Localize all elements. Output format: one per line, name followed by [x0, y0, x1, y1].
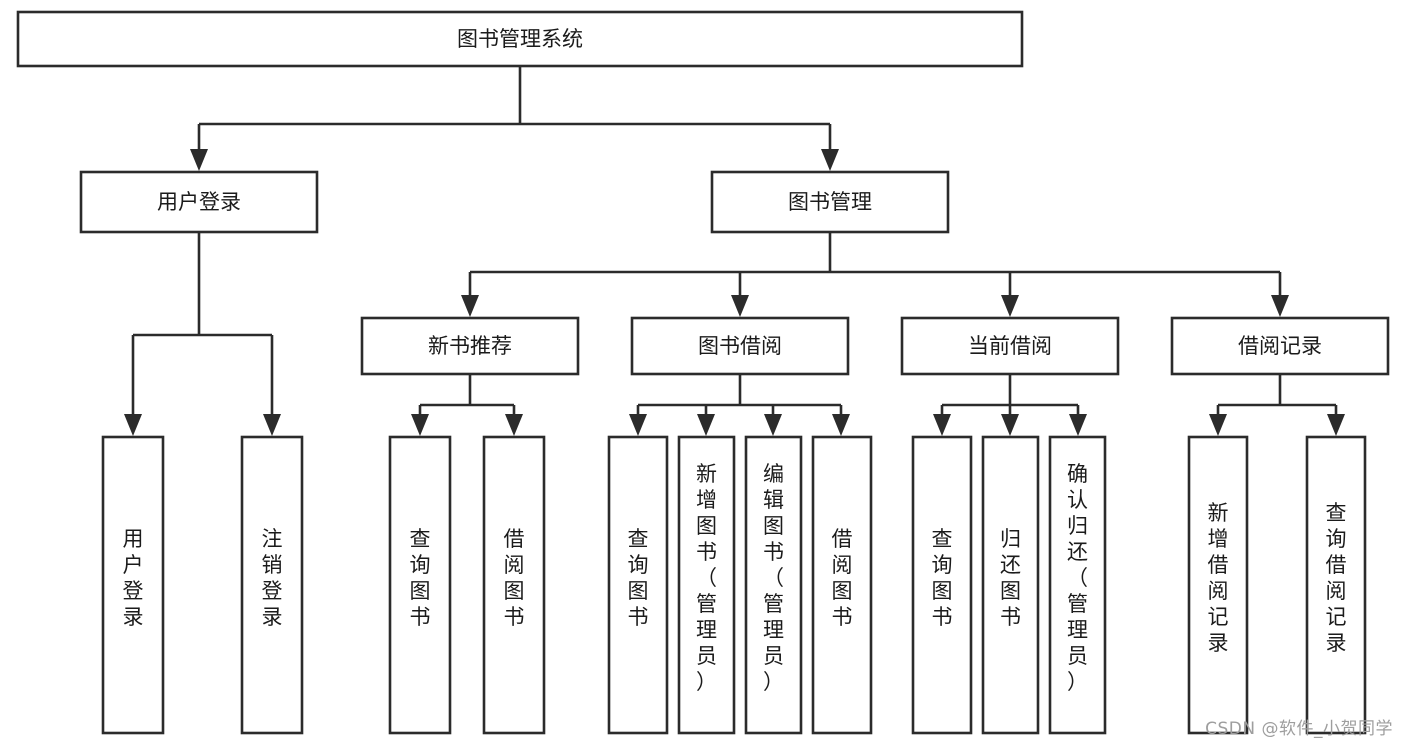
arrow-to-leaf-query-book-1: [411, 414, 429, 436]
node-label-book-manage: 图书管理: [788, 190, 872, 214]
arrow-to-leaf-confirm-return-admin: [1069, 414, 1087, 436]
node-box-leaf-return-book: [981, 435, 1040, 735]
node-layer: 图书管理系统用户登录图书管理新书推荐图书借阅当前借阅借阅记录用户登录注销登录查询…: [16, 10, 1390, 735]
node-leaf-query-book-2[interactable]: 查询图书: [607, 435, 669, 735]
arrow-to-book-manage: [821, 149, 839, 171]
node-box-leaf-add-book-admin: [677, 435, 736, 735]
arrowhead-layer: [124, 149, 1345, 436]
arrow-to-leaf-logout-login: [263, 414, 281, 436]
arrow-to-book-borrow: [731, 295, 749, 317]
arrow-to-leaf-query-book-3: [933, 414, 951, 436]
node-label-leaf-edit-book-admin: 编辑图书（管理员）: [763, 462, 784, 694]
node-box-leaf-edit-book-admin: [744, 435, 803, 735]
node-box-leaf-query-book-1: [388, 435, 452, 735]
node-label-leaf-add-borrow-record: 新增借阅记录: [1208, 501, 1229, 655]
arrow-to-leaf-add-borrow-record: [1209, 414, 1227, 436]
node-box-book-manage: [710, 170, 950, 234]
node-box-new-book-recommend: [360, 316, 580, 376]
node-user-login[interactable]: 用户登录: [79, 170, 319, 234]
arrow-to-current-borrow: [1001, 295, 1019, 317]
node-label-leaf-query-book-2: 查询图书: [628, 527, 649, 629]
arrow-to-new-book-recommend: [461, 295, 479, 317]
node-leaf-add-book-admin[interactable]: 新增图书（管理员）: [677, 435, 736, 735]
node-borrow-record[interactable]: 借阅记录: [1170, 316, 1390, 376]
node-label-root: 图书管理系统: [457, 27, 583, 51]
node-label-leaf-query-book-3: 查询图书: [932, 527, 953, 629]
node-label-leaf-query-book-1: 查询图书: [410, 527, 431, 629]
node-label-leaf-confirm-return-admin: 确认归还（管理员）: [1067, 462, 1088, 694]
arrow-to-leaf-query-borrow-record: [1327, 414, 1345, 436]
node-leaf-borrow-book-2[interactable]: 借阅图书: [811, 435, 873, 735]
node-leaf-return-book[interactable]: 归还图书: [981, 435, 1040, 735]
node-book-manage[interactable]: 图书管理: [710, 170, 950, 234]
connector-layer: [131, 66, 1338, 414]
node-label-leaf-return-book: 归还图书: [1000, 527, 1021, 629]
node-box-leaf-confirm-return-admin: [1048, 435, 1107, 735]
arrow-to-leaf-query-book-2: [629, 414, 647, 436]
node-leaf-logout-login[interactable]: 注销登录: [240, 435, 304, 735]
node-box-leaf-borrow-book-2: [811, 435, 873, 735]
node-label-borrow-record: 借阅记录: [1238, 334, 1322, 358]
node-box-current-borrow: [900, 316, 1120, 376]
node-current-borrow[interactable]: 当前借阅: [900, 316, 1120, 376]
node-label-leaf-add-book-admin: 新增图书（管理员）: [696, 462, 717, 694]
arrow-to-leaf-borrow-book-1: [505, 414, 523, 436]
node-box-root: [16, 10, 1024, 68]
node-label-leaf-logout-login: 注销登录: [262, 527, 283, 629]
watermark-text: CSDN @软件_小贺同学: [1205, 719, 1393, 739]
arrow-to-leaf-user-login: [124, 414, 142, 436]
node-label-new-book-recommend: 新书推荐: [428, 334, 512, 358]
node-leaf-query-book-3[interactable]: 查询图书: [911, 435, 973, 735]
node-box-leaf-query-book-3: [911, 435, 973, 735]
node-leaf-query-book-1[interactable]: 查询图书: [388, 435, 452, 735]
node-new-book-recommend[interactable]: 新书推荐: [360, 316, 580, 376]
arrow-to-leaf-add-book-admin: [697, 414, 715, 436]
node-box-leaf-logout-login: [240, 435, 304, 735]
node-box-leaf-add-borrow-record: [1187, 435, 1249, 735]
node-label-leaf-borrow-book-2: 借阅图书: [832, 527, 853, 629]
node-leaf-edit-book-admin[interactable]: 编辑图书（管理员）: [744, 435, 803, 735]
arrow-to-leaf-borrow-book-2: [832, 414, 850, 436]
node-leaf-borrow-book-1[interactable]: 借阅图书: [482, 435, 546, 735]
node-label-leaf-borrow-book-1: 借阅图书: [504, 527, 525, 629]
node-box-leaf-query-borrow-record: [1305, 435, 1367, 735]
arrow-to-borrow-record: [1271, 295, 1289, 317]
node-label-current-borrow: 当前借阅: [968, 334, 1052, 358]
node-label-leaf-user-login: 用户登录: [123, 527, 144, 629]
node-box-leaf-user-login: [101, 435, 165, 735]
node-leaf-add-borrow-record[interactable]: 新增借阅记录: [1187, 435, 1249, 735]
arrow-to-leaf-return-book: [1001, 414, 1019, 436]
node-leaf-user-login[interactable]: 用户登录: [101, 435, 165, 735]
node-leaf-confirm-return-admin[interactable]: 确认归还（管理员）: [1048, 435, 1107, 735]
node-label-book-borrow: 图书借阅: [698, 334, 782, 358]
node-box-leaf-query-book-2: [607, 435, 669, 735]
node-book-borrow[interactable]: 图书借阅: [630, 316, 850, 376]
node-label-user-login: 用户登录: [157, 190, 241, 214]
node-leaf-query-borrow-record[interactable]: 查询借阅记录: [1305, 435, 1367, 735]
arrow-to-user-login: [190, 149, 208, 171]
node-box-user-login: [79, 170, 319, 234]
node-box-leaf-borrow-book-1: [482, 435, 546, 735]
node-label-leaf-query-borrow-record: 查询借阅记录: [1326, 501, 1347, 655]
node-box-book-borrow: [630, 316, 850, 376]
arrow-to-leaf-edit-book-admin: [764, 414, 782, 436]
node-box-borrow-record: [1170, 316, 1390, 376]
node-root[interactable]: 图书管理系统: [16, 10, 1024, 68]
